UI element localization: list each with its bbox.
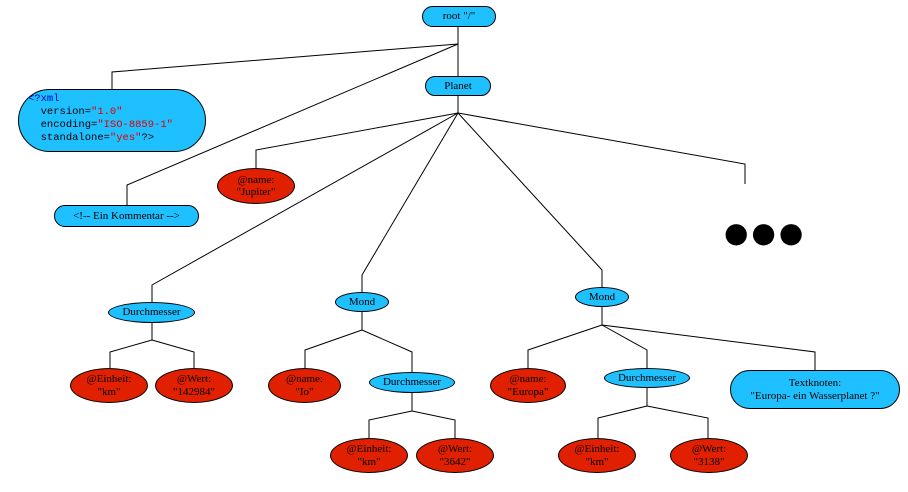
mond-europa-wert-attribute: @Wert: "3138" <box>670 438 748 473</box>
mond-europa-durchmesser-node: Durchmesser <box>604 368 690 388</box>
mond-europa-einheit-attribute: @Einheit: "km" <box>558 438 636 473</box>
mond-io-einheit-attribute: @Einheit: "km" <box>330 438 408 473</box>
mond-io-durchmesser-node: Durchmesser <box>369 372 455 393</box>
durchmesser-wert-attribute: @Wert: "142984" <box>155 368 233 403</box>
more-children-indicator: ●●● <box>724 216 807 249</box>
planet-name-attribute: @name: "Jupiter" <box>217 168 295 204</box>
durchmesser-einheit-attribute: @Einheit: "km" <box>70 368 148 403</box>
xml-decl-encoding-key: encoding= <box>40 119 98 131</box>
mond-europa-name-attribute: @name: "Europa" <box>490 368 566 403</box>
xml-decl-version-key: version= <box>40 106 92 118</box>
xml-decl-version-value: "1.0" <box>91 106 123 118</box>
mond-io-wert-attribute: @Wert: "3642" <box>416 438 494 473</box>
textknoten-node: Textknoten: "Europa- ein Wasserplanet ?" <box>730 370 900 409</box>
xml-decl-standalone-key: standalone= <box>40 132 110 144</box>
xml-decl-standalone-value: "yes" <box>109 132 142 144</box>
mond-io-node: Mond <box>335 292 389 312</box>
root-node: root "/" <box>422 6 496 27</box>
comment-node: <!-- Ein Kommentar --> <box>54 205 199 227</box>
durchmesser-node: Durchmesser <box>108 302 195 323</box>
mond-io-name-attribute: @name: "Io" <box>268 368 341 403</box>
mond-europa-node: Mond <box>575 287 629 307</box>
xml-declaration-node: <?xml version="1.0" encoding="ISO-8859-1… <box>18 89 206 152</box>
planet-node: Planet <box>425 76 491 96</box>
xml-decl-close: ?> <box>141 132 155 144</box>
xml-decl-encoding-value: "ISO-8859-1" <box>97 119 173 131</box>
xml-decl-open: <?xml <box>28 93 60 105</box>
